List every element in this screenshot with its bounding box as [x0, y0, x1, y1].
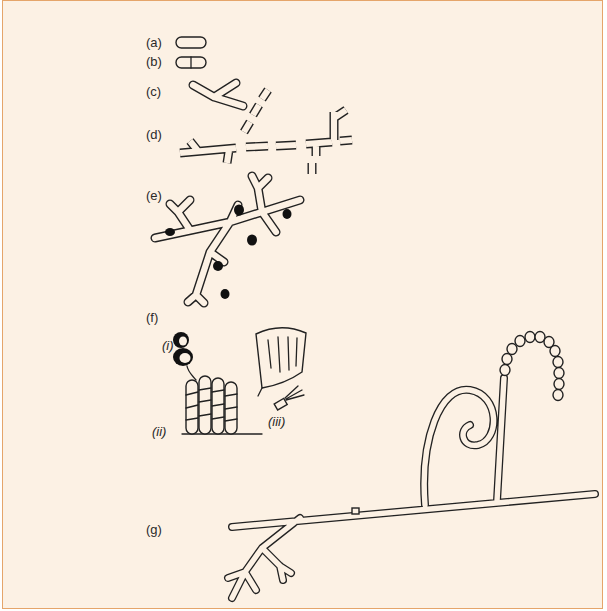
- spore-bead: [515, 336, 525, 347]
- part-label: (c): [146, 84, 161, 99]
- part-label: (b): [146, 54, 162, 69]
- hymenium: [182, 376, 262, 434]
- spore-bead: [550, 346, 560, 357]
- spore: [173, 332, 189, 348]
- hypha-fill: [228, 378, 595, 598]
- spore-core: [179, 337, 187, 346]
- hypha-outline: [228, 378, 595, 598]
- spore-bead: [525, 332, 535, 343]
- hypha-bud: [352, 508, 359, 514]
- single-cell: [176, 37, 206, 48]
- dividing-cell: [176, 57, 206, 68]
- cup-stalk: [258, 388, 262, 396]
- spore-bead: [553, 357, 563, 368]
- chlamydospore: [283, 209, 292, 219]
- spore-bead: [500, 365, 510, 376]
- spore-bead: [553, 390, 563, 401]
- part-label: (a): [146, 35, 162, 50]
- spore: [173, 348, 193, 366]
- spores: [173, 332, 196, 380]
- cup-outline: [256, 328, 306, 388]
- conidia-chains: [285, 386, 304, 400]
- spore-bead: [502, 354, 512, 365]
- part-label: (e): [146, 188, 162, 203]
- branching-hypha: [193, 83, 243, 106]
- chlamydospore: [213, 261, 223, 271]
- fruiting-cup: [256, 328, 306, 410]
- part-label: (f): [146, 310, 158, 325]
- mycelium-with-coil-and-spore-chain: [228, 332, 595, 599]
- spore-core: [180, 353, 191, 363]
- basidium: [199, 376, 211, 434]
- cross-walls: [186, 388, 237, 421]
- cup-striations: [268, 337, 297, 372]
- cross-wall: [190, 57, 191, 68]
- conidiophore: [274, 398, 287, 410]
- spore-bead: [507, 344, 517, 355]
- part-label: (d): [146, 127, 162, 142]
- hypha-fill: [193, 83, 243, 106]
- chlamydospore: [221, 289, 230, 299]
- fragmented-hyphae: [180, 90, 352, 174]
- chlamydospore: [247, 235, 257, 246]
- chlamydospore: [234, 205, 244, 216]
- part-label: (g): [146, 522, 162, 537]
- hypha-outline: [193, 83, 243, 106]
- sub-part-label: (iii): [268, 414, 285, 429]
- hypha-fill: [180, 90, 352, 174]
- spore-stalk: [187, 366, 196, 380]
- spore-bead: [554, 368, 564, 379]
- hypha-fill: [155, 176, 300, 303]
- hypha-outline: [180, 90, 352, 174]
- sub-part-label: (i): [162, 338, 174, 353]
- spore-bead: [554, 379, 564, 390]
- mycelium-with-chlamydospores: [155, 176, 300, 303]
- chlamydospore: [165, 228, 175, 236]
- sub-part-label: (ii): [152, 424, 166, 439]
- spore-chain: [500, 332, 564, 401]
- hypha-outline: [155, 176, 300, 303]
